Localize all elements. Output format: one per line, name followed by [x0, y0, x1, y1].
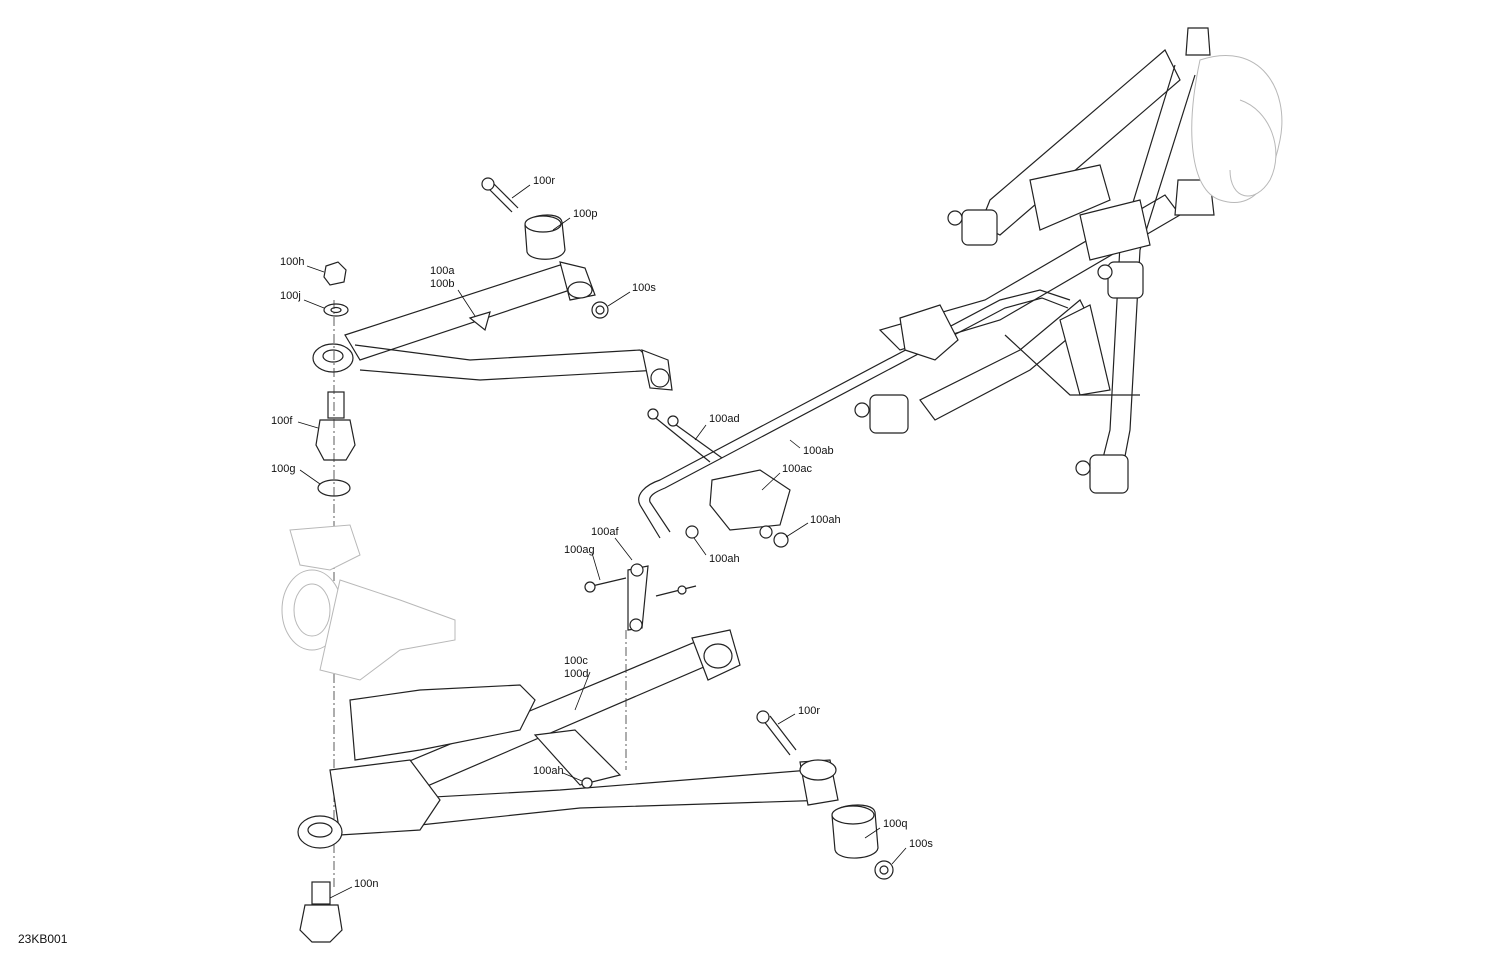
- leader-lines: [297, 184, 907, 899]
- callout-100b[interactable]: 100b: [430, 278, 455, 290]
- callout-100n[interactable]: 100n: [354, 878, 379, 890]
- callout-100s-lower[interactable]: 100s: [909, 838, 933, 850]
- callout-100r-lower[interactable]: 100r: [798, 705, 821, 717]
- callout-100c[interactable]: 100c: [564, 655, 588, 667]
- callout-100p[interactable]: 100p: [573, 208, 598, 220]
- lower-ball-joint-part: [299, 881, 343, 943]
- callout-100f[interactable]: 100f: [271, 415, 293, 427]
- callout-100ac[interactable]: 100ac: [782, 463, 812, 475]
- frame: [854, 27, 1283, 494]
- callout-100r-upper[interactable]: 100r: [533, 175, 556, 187]
- callout-100ah-right[interactable]: 100ah: [810, 514, 841, 526]
- callout-100ab[interactable]: 100ab: [803, 445, 834, 457]
- callout-100ah-link[interactable]: 100ah: [709, 553, 740, 565]
- callout-100d[interactable]: 100d: [564, 668, 589, 680]
- sway-bar-assembly: [638, 289, 1071, 548]
- callout-100g[interactable]: 100g: [271, 463, 296, 475]
- steering-knuckle: [281, 524, 456, 681]
- callout-100ag[interactable]: 100ag: [564, 544, 595, 556]
- callout-100h[interactable]: 100h: [280, 256, 305, 268]
- sway-bar-link-assembly: [584, 563, 697, 632]
- lower-arm-assembly: [297, 629, 894, 880]
- upper-arm-assembly: [312, 177, 673, 391]
- callout-100s-upper[interactable]: 100s: [632, 282, 656, 294]
- callout-100a[interactable]: 100a: [430, 265, 455, 277]
- callout-100ah-bracket[interactable]: 100ah: [533, 765, 564, 777]
- callout-100ad[interactable]: 100ad: [709, 413, 740, 425]
- callout-100q[interactable]: 100q: [883, 818, 908, 830]
- callout-100j[interactable]: 100j: [280, 290, 301, 302]
- figure-id: 23KB001: [18, 932, 68, 946]
- callout-100af[interactable]: 100af: [591, 526, 619, 538]
